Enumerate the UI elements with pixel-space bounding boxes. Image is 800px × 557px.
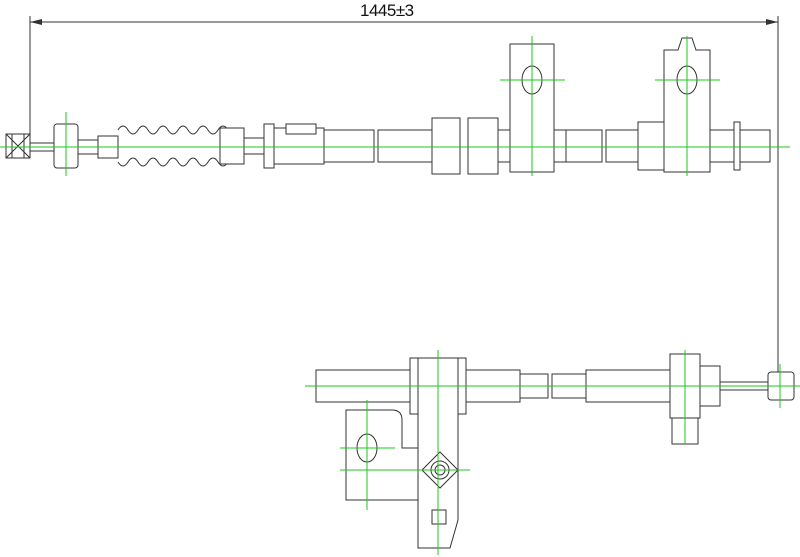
overall-dimension — [29, 16, 779, 372]
upper-cable-assembly — [0, 36, 790, 176]
overall-length-label: 1445±3 — [360, 1, 414, 20]
lower-cable-assembly — [305, 350, 800, 555]
